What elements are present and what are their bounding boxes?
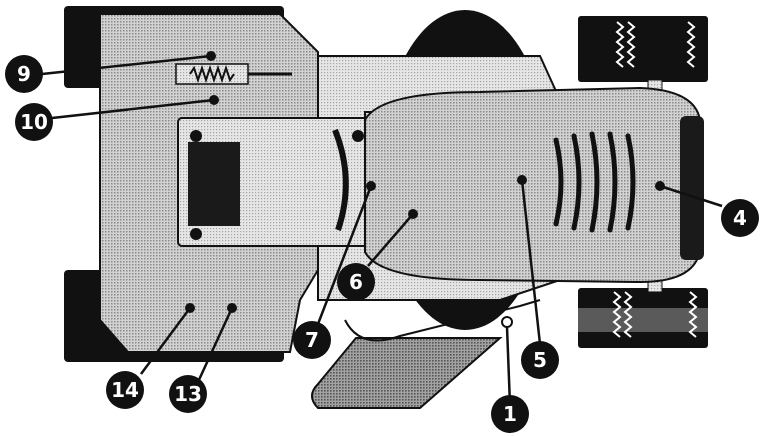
callout-1: 1 xyxy=(491,395,529,433)
callout-6: 6 xyxy=(337,263,375,301)
callout-5: 5 xyxy=(521,341,559,379)
front-right-wheel xyxy=(578,288,708,348)
callout-13: 13 xyxy=(169,375,207,413)
seat-bolt xyxy=(190,130,202,142)
svg-text:13: 13 xyxy=(174,382,202,406)
marker-ring xyxy=(501,316,513,328)
svg-text:6: 6 xyxy=(349,270,363,294)
front-left-wheel xyxy=(578,16,708,82)
leader-lines xyxy=(41,54,723,406)
callout-4: 4 xyxy=(721,199,759,237)
zigzag-tread-icon xyxy=(615,21,625,68)
seat-bolt xyxy=(190,228,202,240)
svg-text:10: 10 xyxy=(20,110,48,134)
callout-9: 9 xyxy=(5,55,43,93)
battery-box xyxy=(188,142,240,226)
callout-7: 7 xyxy=(293,321,331,359)
front-bumper xyxy=(680,116,704,260)
hood xyxy=(364,86,701,284)
zigzag-tread-icon xyxy=(612,291,622,338)
callout-10: 10 xyxy=(15,103,53,141)
svg-text:5: 5 xyxy=(533,348,547,372)
svg-text:7: 7 xyxy=(305,328,319,352)
svg-text:14: 14 xyxy=(111,378,139,402)
seat-bolt xyxy=(352,130,364,142)
tension-spring xyxy=(175,63,292,85)
zigzag-tread-icon xyxy=(688,291,698,338)
deck-lower-edge xyxy=(344,299,541,342)
callout-14: 14 xyxy=(106,371,144,409)
grille-slot-icon xyxy=(553,131,636,233)
zigzag-tread-icon xyxy=(623,291,633,338)
zigzag-tread-icon xyxy=(626,21,636,68)
zigzag-tread-icon xyxy=(686,21,696,68)
svg-text:1: 1 xyxy=(503,402,517,426)
svg-text:4: 4 xyxy=(733,206,747,230)
svg-text:9: 9 xyxy=(17,62,31,86)
foot-pedal-plate xyxy=(311,337,503,409)
steering-arc xyxy=(332,128,349,231)
